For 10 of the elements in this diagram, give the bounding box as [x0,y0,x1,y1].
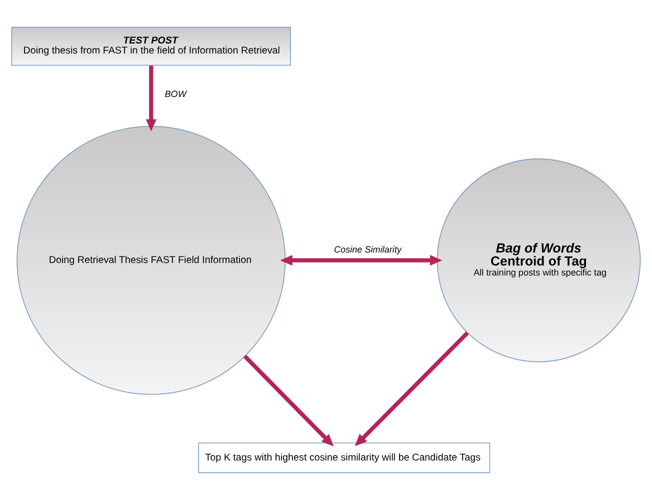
arrow [146,66,156,132]
node-circle: Bag of Words Centroid of Tag All training posts with specific tag [436,158,641,362]
edge-label: Cosine Similarity [334,244,402,255]
arrow [354,332,469,446]
arrow [243,354,334,446]
arrow [280,254,442,266]
node-box: TEST POST Doing thesis from FAST in the field of Information Retrieval [11,26,291,66]
node-box: Top K tags with highest cosine similarity will be Candidate Tags [198,442,490,474]
node-circle: Doing Retrieval Thesis FAST Field Information [16,126,286,395]
edge-label: BOW [164,89,186,100]
